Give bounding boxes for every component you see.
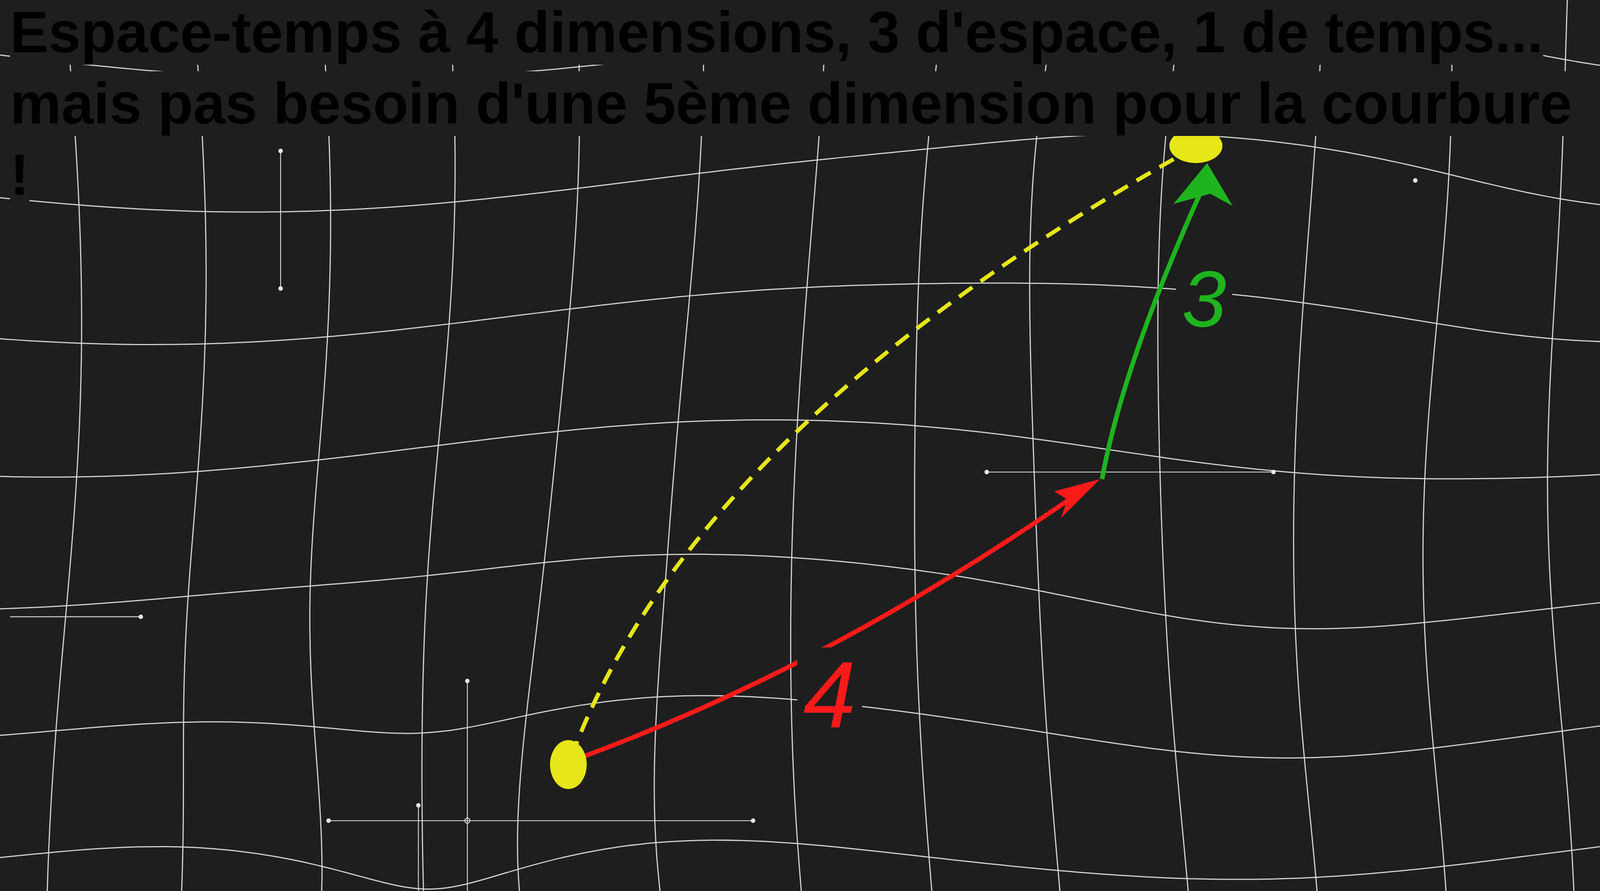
dimension-count: 4 [797,647,863,743]
red-arrowhead [1053,479,1100,519]
grid-line [0,134,1600,212]
event-point [550,740,587,790]
geodesic-dashed [571,148,1192,757]
dimension-count: 3 [1175,259,1233,339]
axis-count-label-holder: 3 [1175,259,1233,339]
title: Espace-temps à 4 dimensions, 3 d'espace,… [9,0,1573,208]
construction-lines [9,148,1418,891]
axis-count-label-holder: 4 [797,647,863,743]
grid-line [0,554,1600,629]
green-arrowhead [1173,163,1233,207]
grid-line [0,283,1600,345]
title-block: Espace-temps à 4 dimensions, 3 d'espace,… [9,0,1580,211]
red-arrow [583,489,1084,757]
